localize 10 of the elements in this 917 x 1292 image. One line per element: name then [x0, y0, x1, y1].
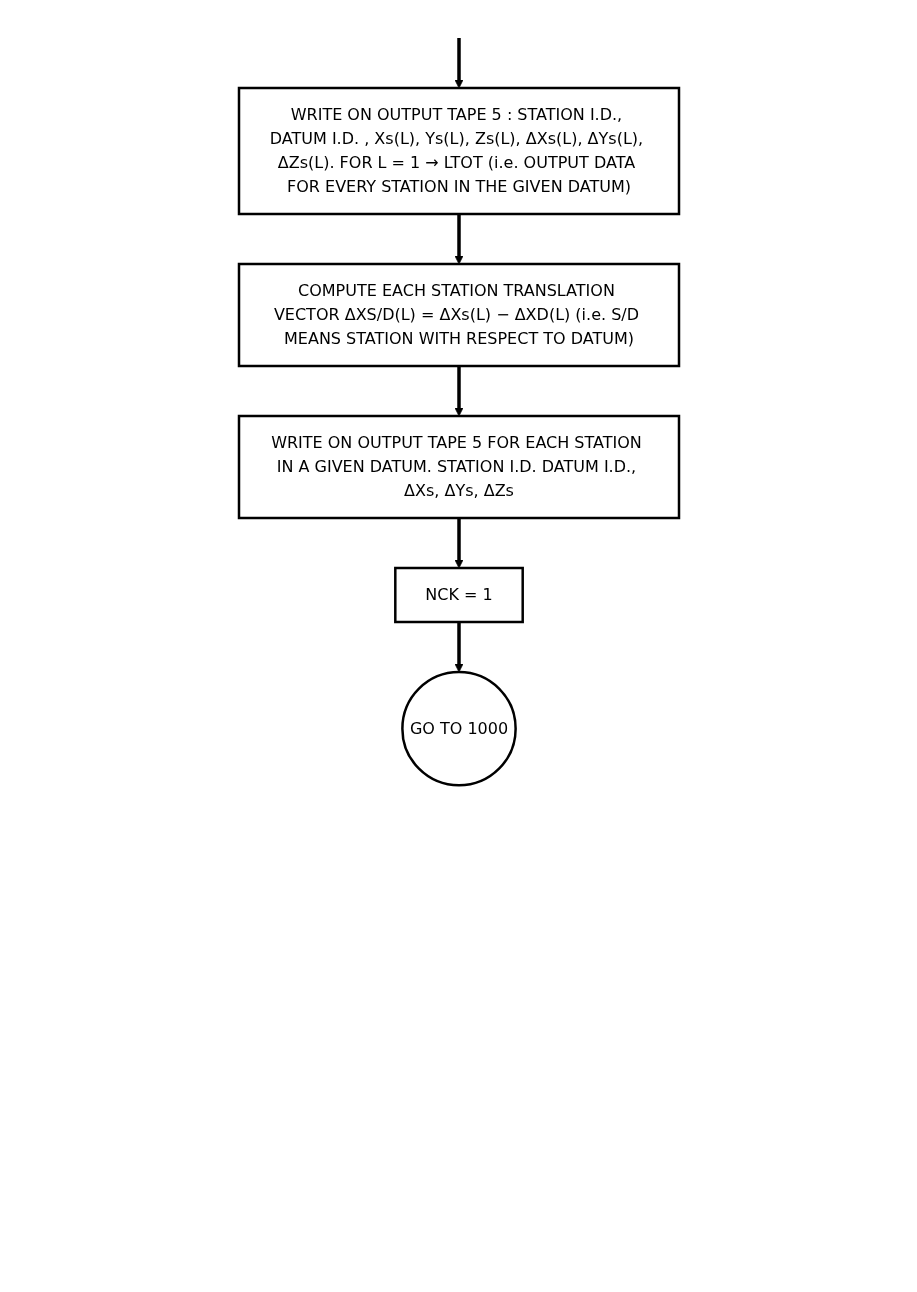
node-circle: GO TO 1000 — [400, 670, 517, 787]
node-box: WRITE ON OUTPUT TAPE 5 FOR EACH STATION IN A GIVEN DATUM. STATION I.D. DATUM I.D., ΔXs, ΔYs, ΔZs — [237, 414, 680, 520]
node-box: NCK = 1 — [393, 566, 524, 624]
arrow — [454, 38, 463, 89]
node-box: COMPUTE EACH STATION TRANSLATION VECTOR ΔXS/D(L) = ΔXs(L) − ΔXD(L) (i.e. S/D MEANS STATION WITH RESPECT TO DATUM) — [237, 262, 680, 368]
arrow — [454, 518, 463, 569]
arrow — [454, 366, 463, 417]
node-box: WRITE ON OUTPUT TAPE 5 : STATION I.D., DATUM I.D. , Xs(L), Ys(L), Zs(L), ΔXs(L), ΔYs(L), ΔZs(L). FOR L = 1 → LTOT (i.e. OUTPUT DATA FOR EVERY STATION IN THE GIVEN DATUM) — [237, 86, 680, 216]
arrow — [454, 214, 463, 265]
arrow — [454, 622, 463, 673]
